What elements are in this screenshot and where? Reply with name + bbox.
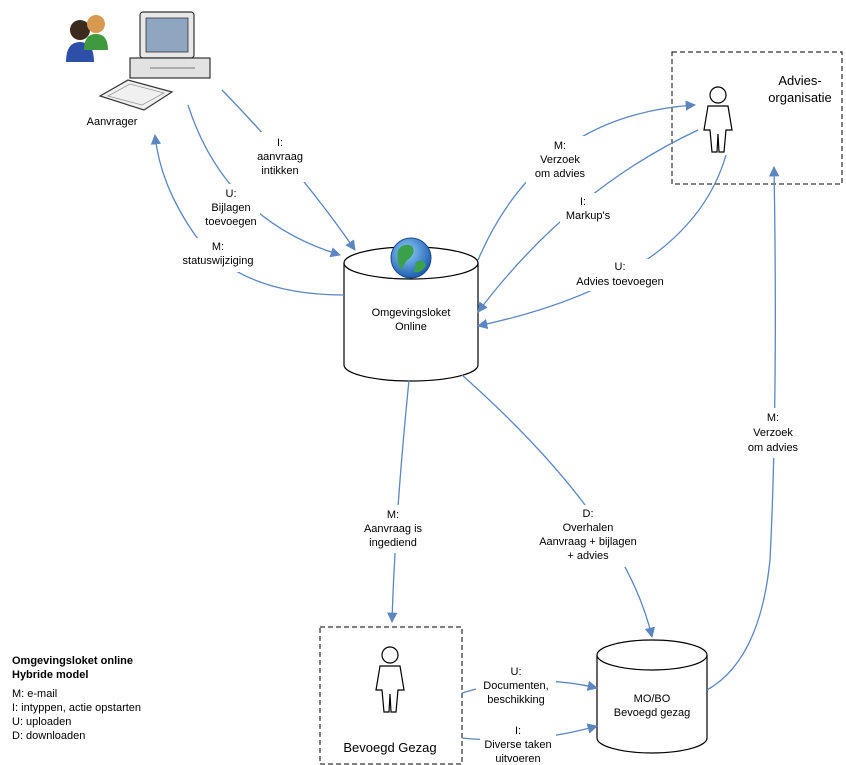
label-aanvraag-intikken: I: aanvraag intikken <box>250 132 310 182</box>
label-overhalen: D: Overhalen Aanvraag + bijlagen + advie… <box>530 505 646 567</box>
label-bijlagen: U: Bijlagen toevoegen <box>204 184 260 232</box>
svg-text:aanvraag: aanvraag <box>257 151 303 163</box>
svg-text:intikken: intikken <box>261 165 298 177</box>
loket-label-1: Omgevingsloket <box>372 307 451 319</box>
legend: Omgevingsloket online Hybride model M: e… <box>12 654 141 743</box>
advies-org-label-2: organisatie <box>768 90 832 105</box>
svg-text:Diverse taken: Diverse taken <box>484 739 551 751</box>
svg-text:Aanvraag + bijlagen: Aanvraag + bijlagen <box>539 536 637 548</box>
legend-item: M: e-mail <box>12 688 58 700</box>
svg-text:om advies: om advies <box>535 168 586 180</box>
svg-text:Advies toevoegen: Advies toevoegen <box>576 276 663 288</box>
svg-text:U:: U: <box>511 666 522 678</box>
svg-text:statuswijziging: statuswijziging <box>183 255 254 267</box>
legend-item: U: uploaden <box>12 716 72 728</box>
svg-text:uitvoeren: uitvoeren <box>495 753 540 765</box>
mobo-label-2: Bevoegd gezag <box>614 707 690 719</box>
svg-text:M:: M: <box>387 509 399 521</box>
label-documenten: U: Documenten, beschikking <box>476 663 556 711</box>
svg-text:I:: I: <box>580 196 586 208</box>
svg-text:Bijlagen: Bijlagen <box>211 202 250 214</box>
svg-text:M:: M: <box>554 140 566 152</box>
legend-item: D: downloaden <box>12 730 86 742</box>
svg-text:ingediend: ingediend <box>369 537 417 549</box>
label-verzoek-advies-2: M: Verzoek om advies <box>742 408 806 458</box>
svg-text:Markup's: Markup's <box>566 210 611 222</box>
svg-text:U:: U: <box>615 261 626 273</box>
bevoegd-gezag-box <box>319 626 463 765</box>
svg-text:om advies: om advies <box>748 442 799 454</box>
legend-title-2: Hybride model <box>12 669 89 681</box>
label-markups: I: Markup's <box>560 193 616 225</box>
svg-text:Aanvraag is: Aanvraag is <box>364 523 423 535</box>
globe-icon <box>390 237 432 279</box>
mobo-cylinder <box>596 639 708 754</box>
person-icon <box>375 646 405 713</box>
svg-text:M:: M: <box>212 241 224 253</box>
computer-icon <box>98 11 211 111</box>
svg-text:Documenten,: Documenten, <box>483 680 548 692</box>
svg-text:U:: U: <box>226 188 237 200</box>
svg-text:Verzoek: Verzoek <box>753 427 793 439</box>
svg-text:Verzoek: Verzoek <box>540 154 580 166</box>
svg-text:D:: D: <box>583 508 594 520</box>
svg-text:I:: I: <box>515 725 521 737</box>
person-icon <box>703 86 733 153</box>
svg-text:Overhalen: Overhalen <box>563 522 614 534</box>
svg-text:I:: I: <box>277 137 283 149</box>
legend-item: I: intyppen, actie opstarten <box>12 702 142 714</box>
bevoegd-gezag-label: Bevoegd Gezag <box>343 740 436 755</box>
advies-org-label-1: Advies- <box>778 73 821 88</box>
svg-text:toevoegen: toevoegen <box>205 216 256 228</box>
svg-text:M:: M: <box>767 412 779 424</box>
arrow-verzoek-advies-2 <box>706 165 780 691</box>
label-advies-toevoegen: U: Advies toevoegen <box>568 259 672 291</box>
arrow-aanvraag-ingediend <box>387 379 410 624</box>
svg-text:beschikking: beschikking <box>487 694 544 706</box>
mobo-label-1: MO/BO <box>634 693 671 705</box>
aanvrager-label: Aanvrager <box>87 116 138 128</box>
legend-title-1: Omgevingsloket online <box>12 655 134 667</box>
arrow-advies-toevoegen <box>476 154 727 330</box>
label-diverse-taken: I: Diverse taken uitvoeren <box>480 724 556 765</box>
svg-text:+ advies: + advies <box>567 550 609 562</box>
label-aanvraag-ingediend: M: Aanvraag is ingediend <box>358 505 428 553</box>
label-statuswijziging: M: statuswijziging <box>168 238 264 272</box>
people-icon <box>66 15 108 62</box>
loket-label-2: Online <box>395 321 427 333</box>
advies-org-box <box>671 51 843 185</box>
label-verzoek-advies-1: M: Verzoek om advies <box>526 136 592 184</box>
